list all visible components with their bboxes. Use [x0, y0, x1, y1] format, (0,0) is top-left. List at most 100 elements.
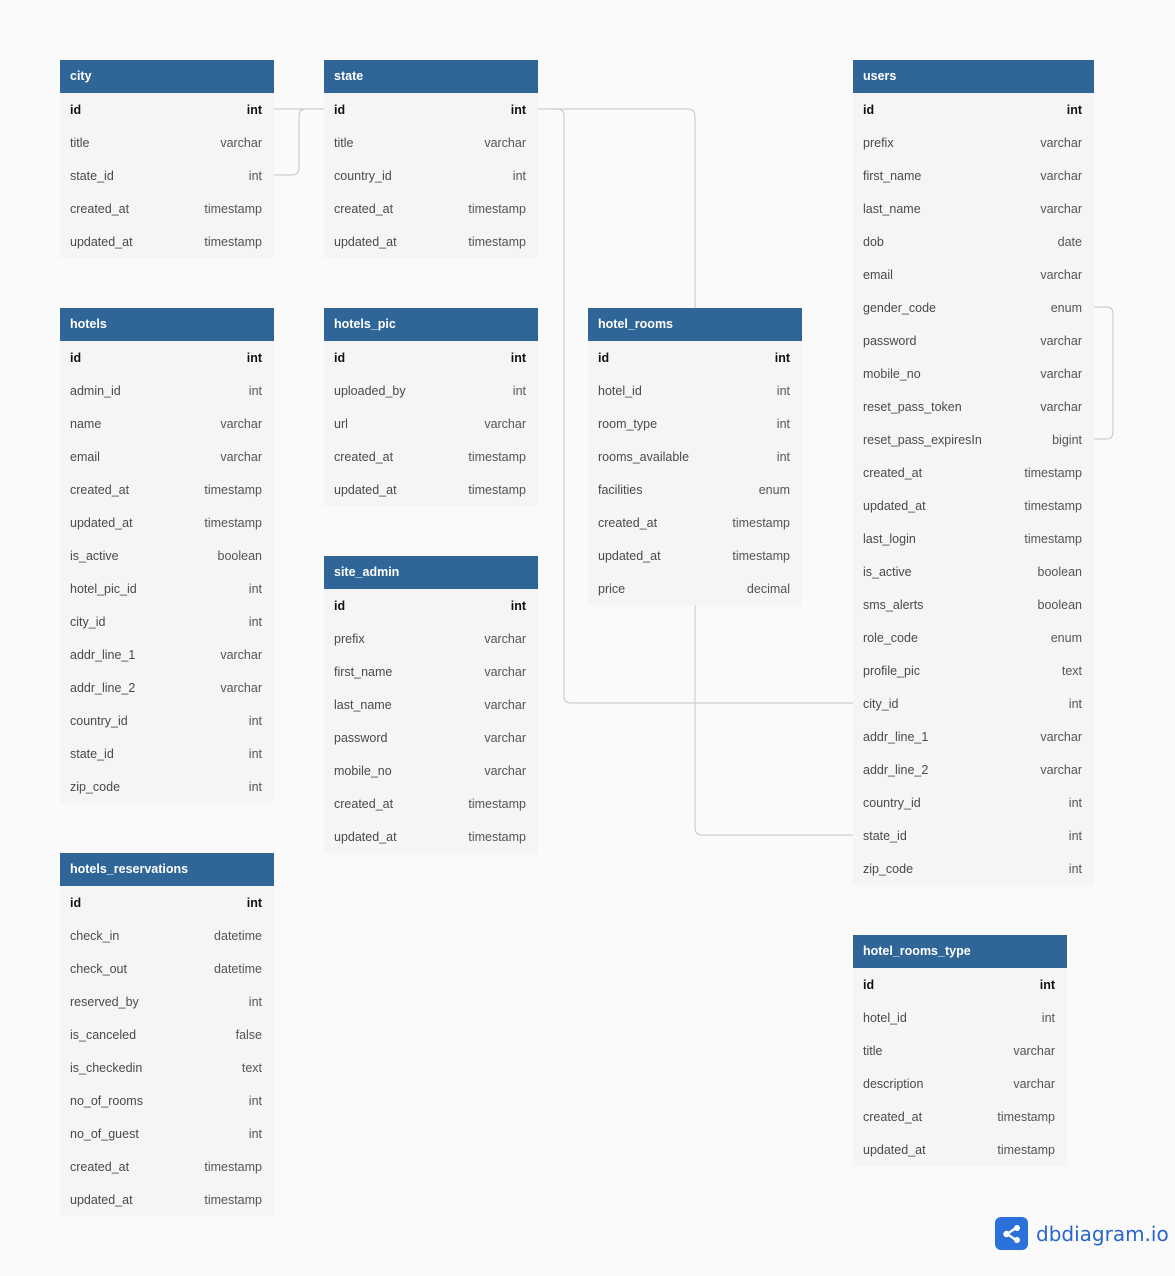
table-header[interactable]: hotels_reservations	[60, 853, 274, 886]
table-header[interactable]: users	[853, 60, 1094, 93]
table-header[interactable]: site_admin	[324, 556, 538, 589]
table-header[interactable]: city	[60, 60, 274, 93]
table-header[interactable]: hotel_rooms	[588, 308, 802, 341]
table-header[interactable]: hotels	[60, 308, 274, 341]
table-header[interactable]: hotels_pic	[324, 308, 538, 341]
table-header[interactable]: state	[324, 60, 538, 93]
